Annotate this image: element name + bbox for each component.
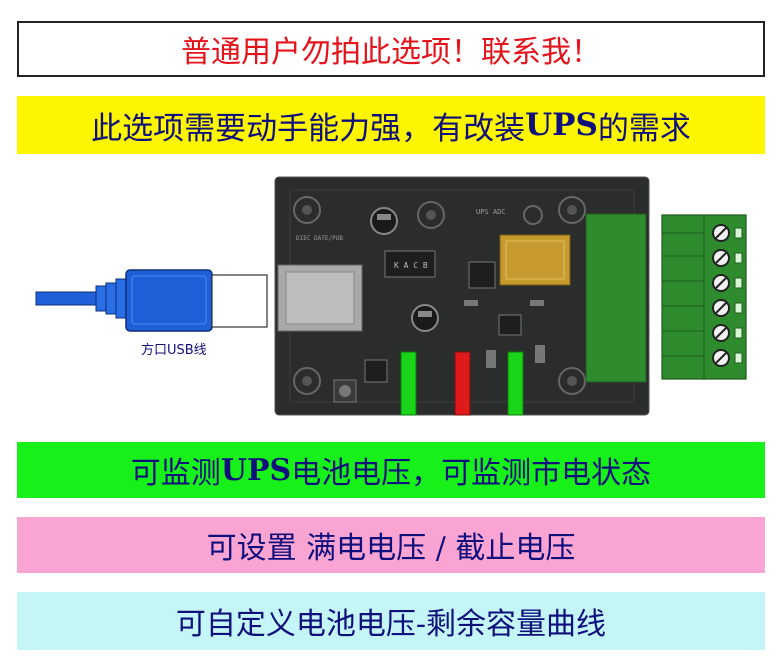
pcb-board: UPS ADC DIEC DATE/PUB K A C B	[274, 176, 650, 416]
usb-cable	[35, 269, 268, 332]
screw-terminal-block	[661, 214, 747, 380]
feature2-text: 可设置 满电电压 / 截止电压	[206, 531, 576, 566]
feature1-text-ups: UPS	[220, 452, 292, 488]
requirement-text-post: 的需求	[597, 110, 691, 147]
feature1-text-pre: 可监测	[130, 456, 221, 491]
requirement-text-pre: 此选项需要动手能力强，有改装	[91, 110, 526, 147]
feature3-text: 可自定义电池电压-剩余容量曲线	[175, 607, 607, 642]
silkscreen-ups-adc: UPS ADC	[476, 208, 506, 216]
requirement-text-ups: UPS	[525, 107, 598, 143]
ups-board-illustration: UPS ADC DIEC DATE/PUB K A C B	[35, 176, 747, 416]
feature-banner-capacity-curve: 可自定义电池电压-剩余容量曲线	[17, 592, 765, 650]
warning-banner: 普通用户勿拍此选项！联系我！	[17, 21, 765, 77]
silkscreen-left: DIEC DATE/PUB	[296, 235, 343, 242]
silkscreen-chip: K A C B	[394, 261, 428, 270]
feature-banner-voltage-settings: 可设置 满电电压 / 截止电压	[17, 517, 765, 573]
usb-cable-label: 方口USB线	[141, 343, 207, 358]
warning-text: 普通用户勿拍此选项！联系我！	[181, 35, 601, 70]
feature1-text-post: 电池电压，可监测市电状态	[291, 456, 652, 491]
